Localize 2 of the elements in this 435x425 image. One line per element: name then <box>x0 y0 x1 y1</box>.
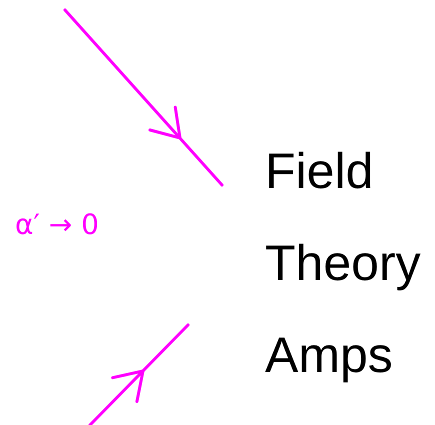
limit-label: α′ → 0 <box>15 208 99 241</box>
handwritten-heading: Field Theory Amps <box>265 142 422 385</box>
